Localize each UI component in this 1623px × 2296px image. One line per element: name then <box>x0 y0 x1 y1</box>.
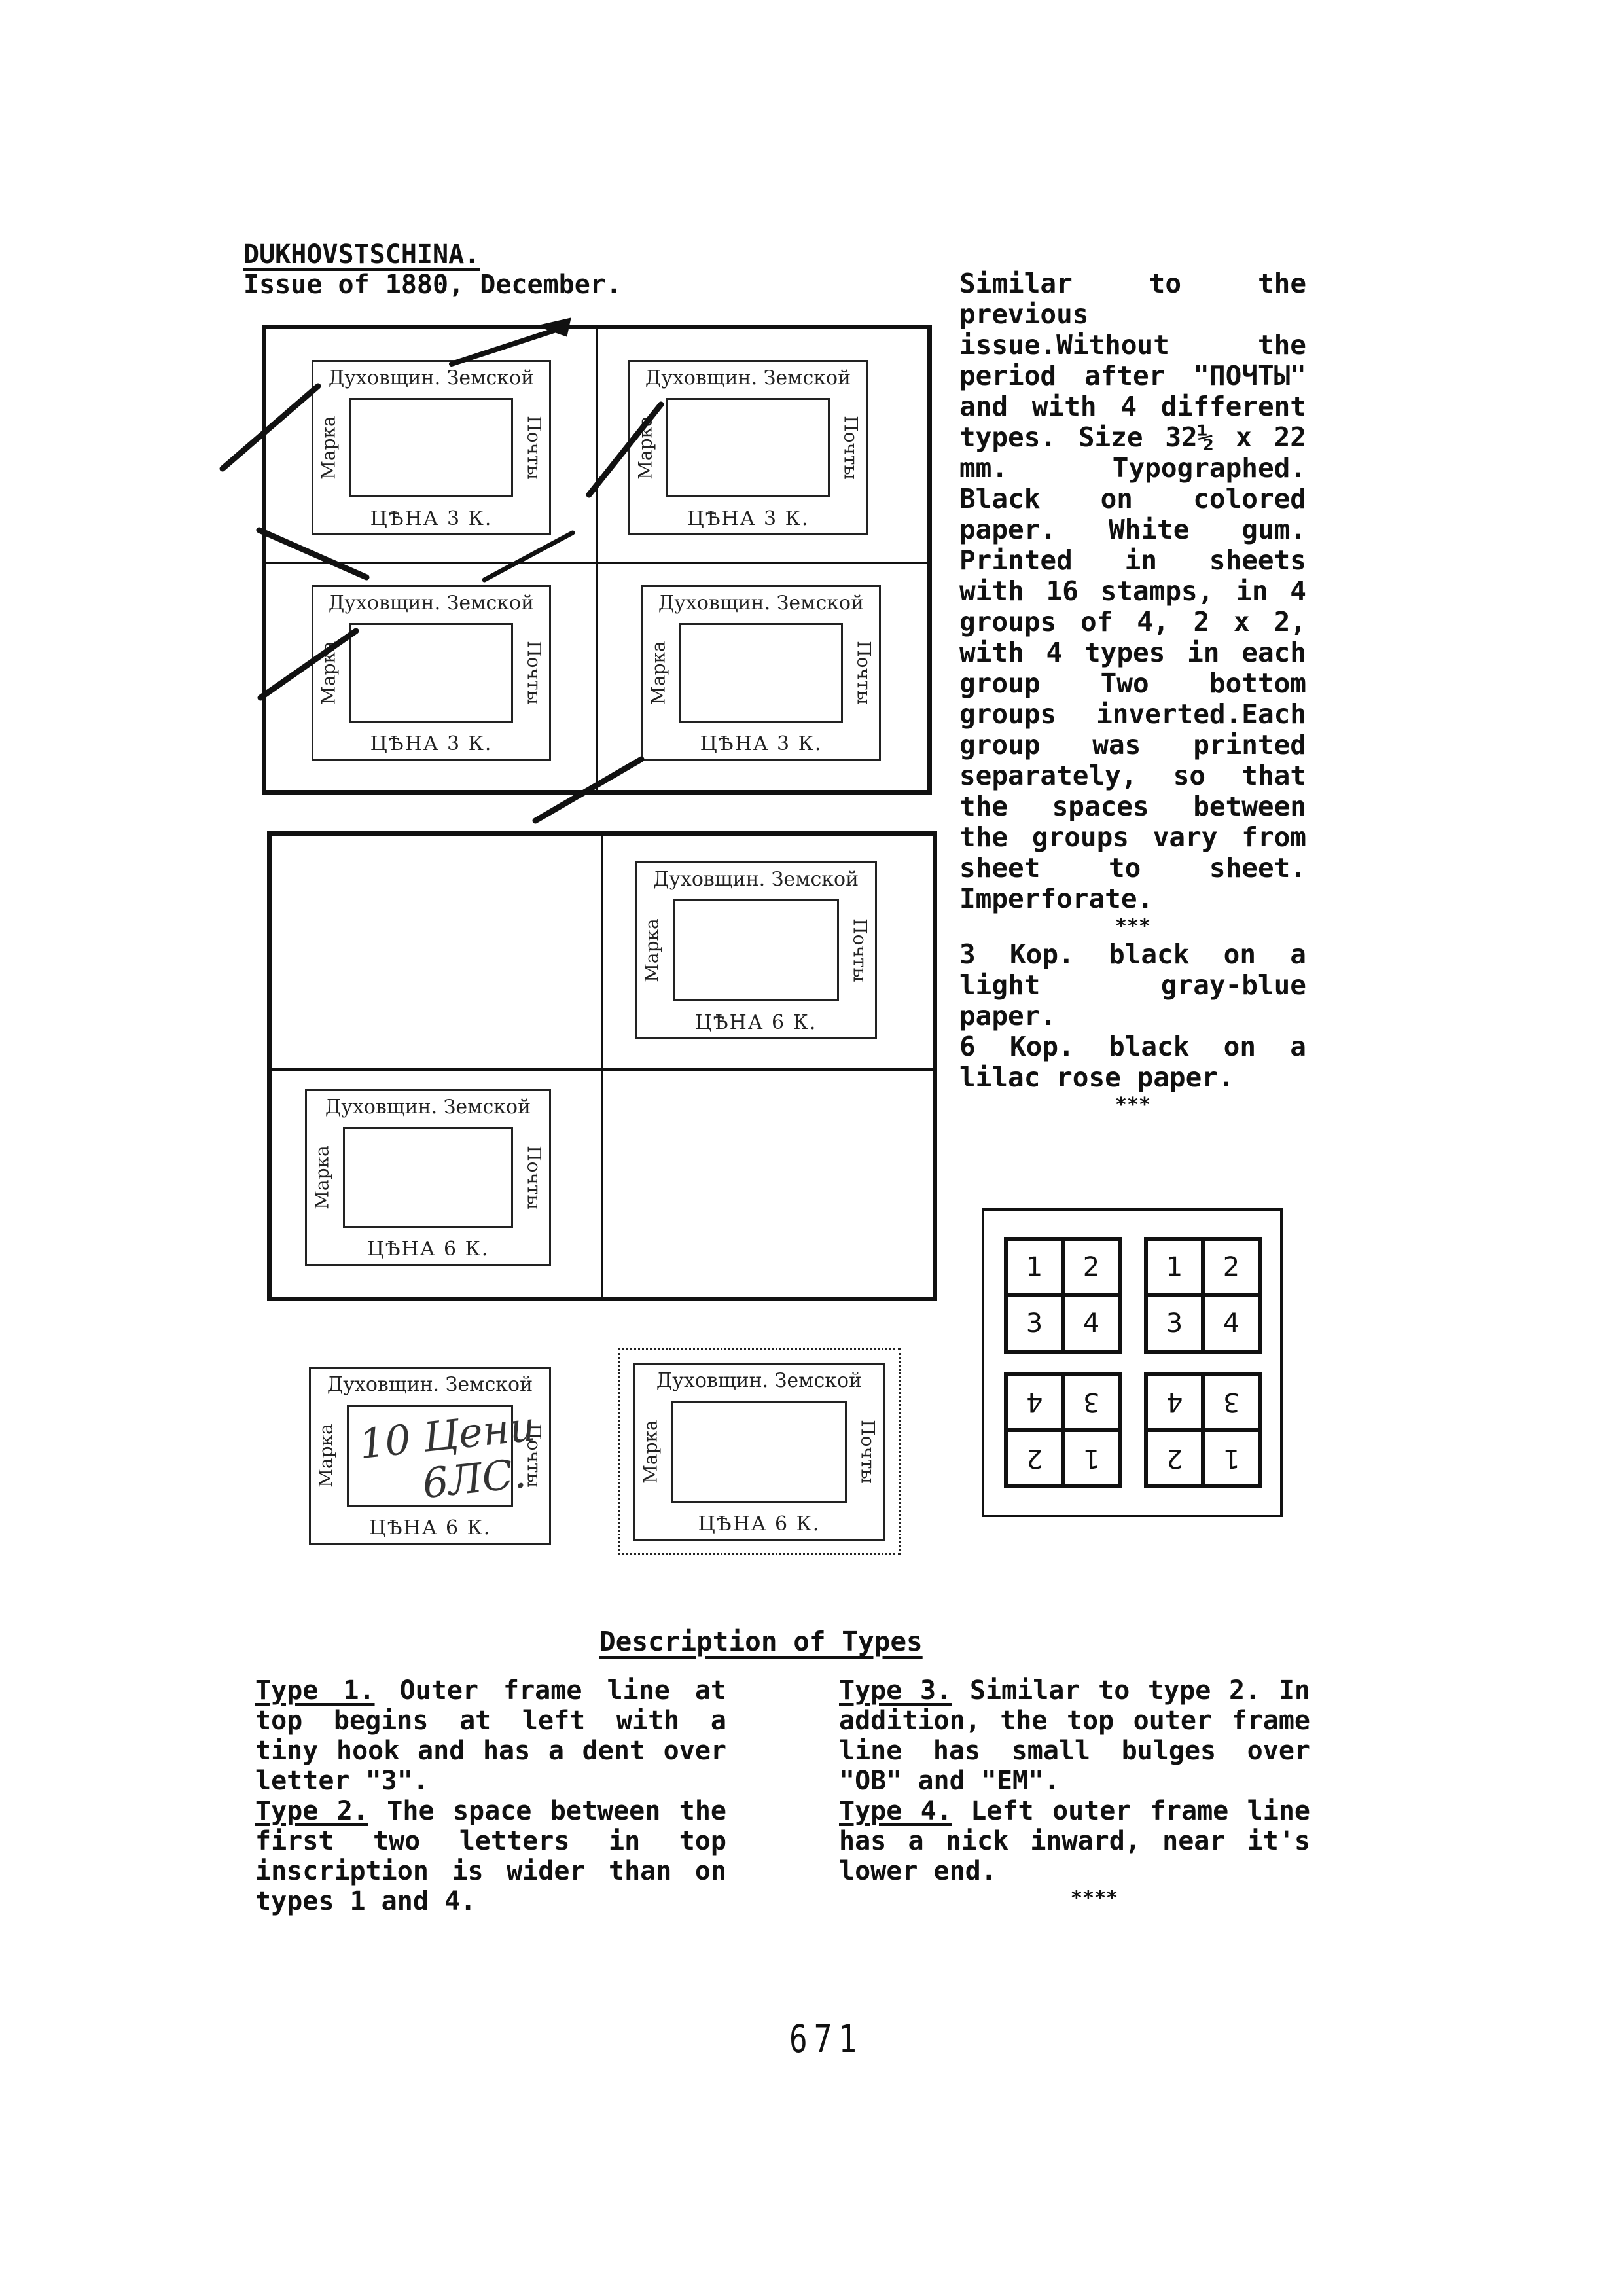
layout-group-top-left: 1 2 3 4 <box>1004 1237 1122 1354</box>
description-title: Description of Types <box>599 1626 923 1657</box>
layout-group-top-right: 1 2 3 4 <box>1144 1237 1262 1354</box>
stamp-price: ЦѢНА 3 К. <box>700 732 823 755</box>
stamp-top-inscription: Духовщин. Земской <box>328 592 535 615</box>
type-2-text: The space between the first two letters … <box>255 1796 726 1916</box>
stamp-price: ЦѢНА 3 К. <box>370 732 493 755</box>
layout-cell: 1 <box>1006 1239 1063 1295</box>
pointer-line <box>532 756 645 824</box>
pointer-arrowhead <box>535 317 571 337</box>
stamp-3-kop-type-4: Духовщин. Земской Марка Почты ЦѢНА 3 К. <box>641 585 881 761</box>
sheet-layout-diagram: 1 2 3 4 1 2 3 4 4 3 2 1 4 3 2 1 <box>982 1208 1283 1517</box>
stamp-6-kop-manuscript-surcharge: Духовщин. Земской Марка Почты 10 Цени 6Л… <box>309 1367 551 1545</box>
block-cell <box>596 562 929 792</box>
type-4-description: Type 4. Left outer frame line has a nick… <box>839 1796 1310 1886</box>
separator-stars-1: *** <box>1115 915 1151 938</box>
stamp-top-inscription: Духовщин. Земской <box>658 592 865 615</box>
stamp-block-6-kop <box>267 831 937 1301</box>
pointer-line <box>586 401 664 498</box>
block-cell <box>601 1068 935 1299</box>
layout-cell: 2 <box>1203 1239 1260 1295</box>
layout-cell: 3 <box>1006 1295 1063 1352</box>
layout-cell: 2 <box>1063 1239 1120 1295</box>
pointer-line <box>256 527 370 581</box>
type-4-label: Type 4. <box>839 1796 952 1826</box>
type-1-label: Type 1. <box>255 1676 375 1706</box>
layout-cell: 4 <box>1203 1295 1260 1352</box>
stamp-top-inscription: Духовщин. Земской <box>328 367 535 389</box>
stamp-price: ЦѢНА 6 К. <box>368 1516 491 1539</box>
stamp-price: ЦѢНА 6 К. <box>366 1238 490 1261</box>
layout-cell: 2 <box>1026 1443 1043 1473</box>
stamp-top-inscription: Духовщин. Земской <box>652 868 859 891</box>
section-title: DUKHOVSTSCHINA. <box>243 240 480 270</box>
type-2-label: Type 2. <box>255 1796 368 1826</box>
stamp-top-inscription: Духовщин. Земской <box>645 367 851 389</box>
layout-cell: 4 <box>1166 1387 1183 1417</box>
pointer-line <box>219 383 321 472</box>
stamp-3-kop-type-2: Духовщин. Земской Марка Почты ЦѢНА 3 К. <box>628 360 868 535</box>
issue-line: Issue of 1880, December. <box>243 270 622 300</box>
stamp-3-kop-type-1: Духовщин. Земской Марка Почты ЦѢНА 3 К. <box>312 360 551 535</box>
stamp-price: ЦѢНА 6 К. <box>694 1011 817 1034</box>
layout-group-bottom-left-inverted: 4 3 2 1 <box>1004 1372 1122 1488</box>
layout-cell: 4 <box>1026 1387 1043 1417</box>
type-3-label: Type 3. <box>839 1676 952 1706</box>
layout-group-bottom-right-inverted: 4 3 2 1 <box>1144 1372 1262 1488</box>
stamp-price: ЦѢНА 6 К. <box>698 1513 821 1535</box>
layout-cell: 3 <box>1222 1387 1240 1417</box>
stamp-6-kop-upper-right: Духовщин. Земской Марка Почты ЦѢНА 6 К. <box>635 861 877 1039</box>
layout-cell: 4 <box>1063 1295 1120 1352</box>
page-number: 671 <box>789 2017 864 2061</box>
separator-stars-3: **** <box>1070 1887 1118 1910</box>
stamp-6-kop-lower-left: Духовщин. Земской Марка Почты ЦѢНА 6 К. <box>305 1089 551 1266</box>
stamp-6-kop-single: Духовщин. Земской Марка Почты ЦѢНА 6 К. <box>618 1348 901 1555</box>
stamp-block-3-kop <box>262 325 932 795</box>
layout-cell: 2 <box>1166 1443 1183 1473</box>
value-3-kop: 3 Kop. black on a light gray-blue paper. <box>959 939 1306 1031</box>
stamp-top-inscription: Духовщин. Земской <box>656 1369 863 1392</box>
layout-cell: 1 <box>1082 1443 1100 1473</box>
type-4-text: Left outer frame line has a nick inward,… <box>839 1796 1310 1886</box>
type-3-description: Type 3. Similar to type 2. In addition, … <box>839 1676 1310 1796</box>
value-6-kop: 6 Kop. black on a lilac rose paper. <box>959 1031 1306 1093</box>
layout-cell: 1 <box>1222 1443 1240 1473</box>
layout-cell: 1 <box>1146 1239 1203 1295</box>
issue-description: Similar to the previous issue.Without th… <box>959 268 1306 1118</box>
type-3-text: Similar to type 2. In addition, the top … <box>839 1676 1310 1796</box>
layout-cell: 3 <box>1082 1387 1100 1417</box>
types-right-column: Type 3. Similar to type 2. In addition, … <box>839 1676 1310 1911</box>
pointer-line <box>449 325 567 367</box>
layout-cell: 3 <box>1146 1295 1203 1352</box>
stamp-top-inscription: Духовщин. Земской <box>325 1096 531 1119</box>
type-2-description: Type 2. The space between the first two … <box>255 1796 726 1916</box>
pointer-line <box>482 530 575 583</box>
issue-intro-text: Similar to the previous issue.Without th… <box>959 268 1306 914</box>
type-1-description: Type 1. Outer frame line at top begins a… <box>255 1676 726 1796</box>
pointer-line <box>257 628 359 701</box>
stamp-top-inscription: Духовщин. Земской <box>327 1373 533 1396</box>
separator-stars-2: *** <box>1115 1094 1151 1117</box>
type-1-text: Outer frame line at top begins at left w… <box>255 1676 726 1796</box>
types-left-column: Type 1. Outer frame line at top begins a… <box>255 1676 726 1916</box>
stamp-price: ЦѢНА 3 К. <box>370 507 493 530</box>
stamp-3-kop-type-3: Духовщин. Земской Марка Почты ЦѢНА 3 К. <box>312 585 551 761</box>
stamp-price: ЦѢНА 3 К. <box>687 507 810 530</box>
section-heading: DUKHOVSTSCHINA. Issue of 1880, December. <box>243 240 622 300</box>
